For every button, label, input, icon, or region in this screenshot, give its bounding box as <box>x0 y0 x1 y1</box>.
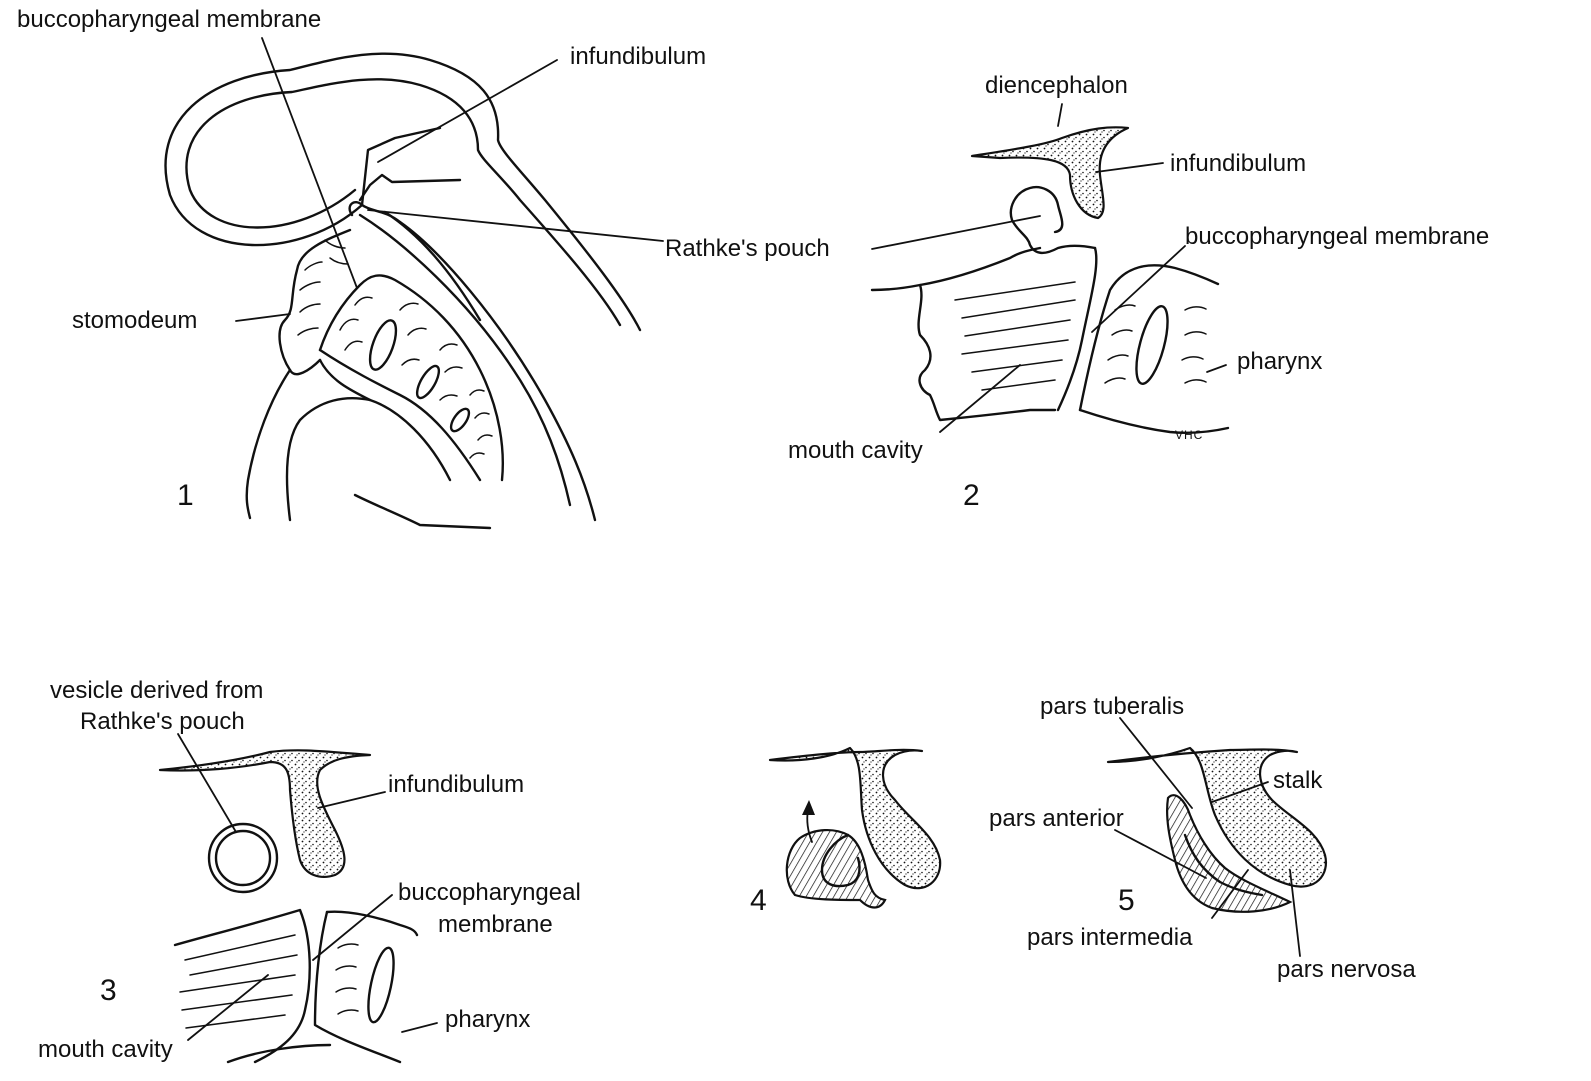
label-vesicle-line1-3: vesicle derived from <box>50 677 263 704</box>
panel-5: pars tuberalis stalk pars anterior pars … <box>989 693 1416 983</box>
leader-stomodeum-1 <box>236 314 290 321</box>
leader-pars-tuberalis-5 <box>1120 718 1192 808</box>
leader-rathke-2 <box>872 216 1040 249</box>
panel-number-3: 3 <box>100 974 117 1007</box>
label-bucco-line1-3: buccopharyngeal <box>398 879 581 906</box>
label-pars-anterior-5: pars anterior <box>989 805 1124 832</box>
leader-mouth-2 <box>940 365 1020 432</box>
leader-bucco-2 <box>1092 246 1185 332</box>
label-pharynx-3: pharynx <box>445 1006 530 1033</box>
label-stalk-5: stalk <box>1273 767 1323 794</box>
artist-signature: VHC <box>1175 428 1203 442</box>
label-mouth-cavity-3: mouth cavity <box>38 1036 173 1063</box>
panel-4: 4 <box>750 748 940 917</box>
label-diencephalon-2: diencephalon <box>985 72 1128 99</box>
label-infundibulum-1: infundibulum <box>570 43 706 70</box>
label-infundibulum-3: infundibulum <box>388 771 524 798</box>
leader-diencephalon-2 <box>1058 104 1062 126</box>
leader-pharynx-3 <box>402 1023 437 1032</box>
label-pars-nervosa-5: pars nervosa <box>1277 956 1416 983</box>
panel-number-5: 5 <box>1118 884 1135 917</box>
leader-vesicle-3 <box>178 734 236 832</box>
panel-3: vesicle derived from Rathke's pouch infu… <box>38 677 581 1063</box>
panel-2: diencephalon infundibulum buccopharyngea… <box>788 72 1489 512</box>
label-pars-intermedia-5: pars intermedia <box>1027 924 1193 951</box>
leader-infundibulum-2 <box>1096 163 1163 172</box>
panel-number-1: 1 <box>177 479 194 512</box>
leader-bucco-3 <box>313 895 392 960</box>
panel-number-2: 2 <box>963 479 980 512</box>
leader-rathke-1 <box>368 210 663 241</box>
label-pars-tuberalis-5: pars tuberalis <box>1040 693 1184 720</box>
panel-1: buccopharyngeal membrane infundibulum Ra… <box>17 6 830 528</box>
label-vesicle-line2-3: Rathke's pouch <box>80 708 245 735</box>
leader-pharynx-2 <box>1207 365 1226 372</box>
label-pharynx-2: pharynx <box>1237 348 1322 375</box>
label-infundibulum-2: infundibulum <box>1170 150 1306 177</box>
label-mouth-cavity-2: mouth cavity <box>788 437 923 464</box>
label-buccopharyngeal-membrane-2: buccopharyngeal membrane <box>1185 223 1489 250</box>
label-buccopharyngeal-membrane-1: buccopharyngeal membrane <box>17 6 321 33</box>
label-stomodeum-1: stomodeum <box>72 307 197 334</box>
leader-infundibulum-3 <box>318 792 385 808</box>
label-bucco-line2-3: membrane <box>438 911 553 938</box>
panel-4-drawing <box>770 748 940 908</box>
panel-number-4: 4 <box>750 884 767 917</box>
label-rathkes-pouch-1: Rathke's pouch <box>665 235 830 262</box>
embryo-head-drawing <box>166 54 640 528</box>
